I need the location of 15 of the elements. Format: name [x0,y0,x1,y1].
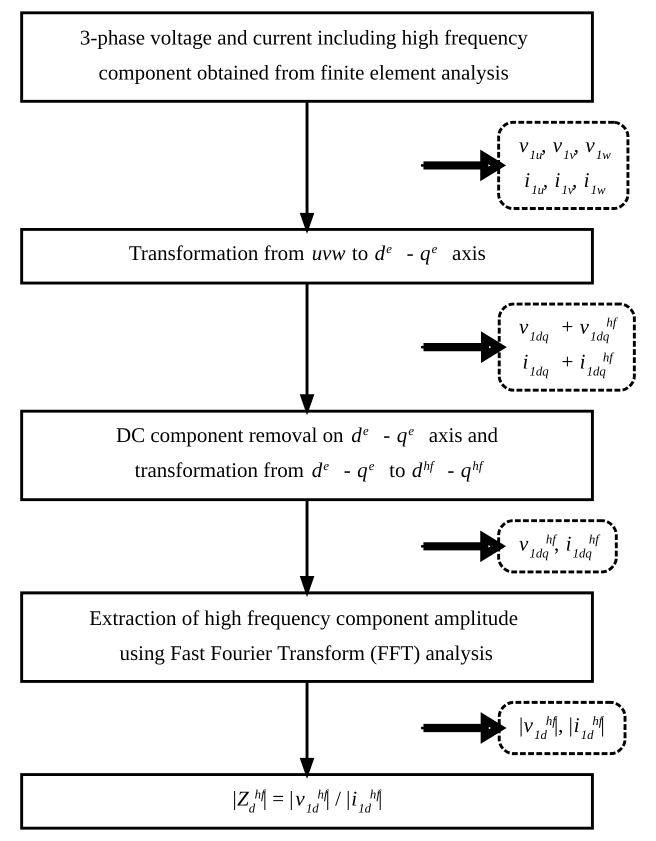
arrow [423,150,506,182]
node-box: Extraction of high frequency component amplitude using Fast Fourier Transform (FFT) analysis [20,591,594,683]
arrow [423,331,507,363]
arrow [423,712,507,744]
node-box: DC component removal on d$^{e}$ - q$^{e}$ axis and transformation from d$^{e}$ - q$^{e}$ to d$^{hf}$ - q$^{hf}$ [20,410,594,502]
arrow [300,101,314,234]
node-box: v$_{1u}$, v$_{1v}$, v$_{1w}$ i$_{1u}$, i$_{1v}$, i$_{1w}$ [497,120,630,210]
arrow [300,500,314,598]
node-box: Transformation from uvw to d$^{e}$ - q$^{e}$ axis [20,228,594,284]
node-box: 3-phase voltage and current including high frequency component obtained from finite element analysis [20,11,594,103]
arrow [300,682,314,779]
node-box: |Z$_{d}$$^{hf}$| = |v$_{1d}$$^{hf}$| / |i$_{1d}$$^{hf}$| [20,773,594,830]
arrow [423,530,506,562]
node-box: |v$_{1d}$$^{hf}$|, |i$_{1d}$$^{hf}$| [498,700,626,756]
arrow [300,283,314,416]
